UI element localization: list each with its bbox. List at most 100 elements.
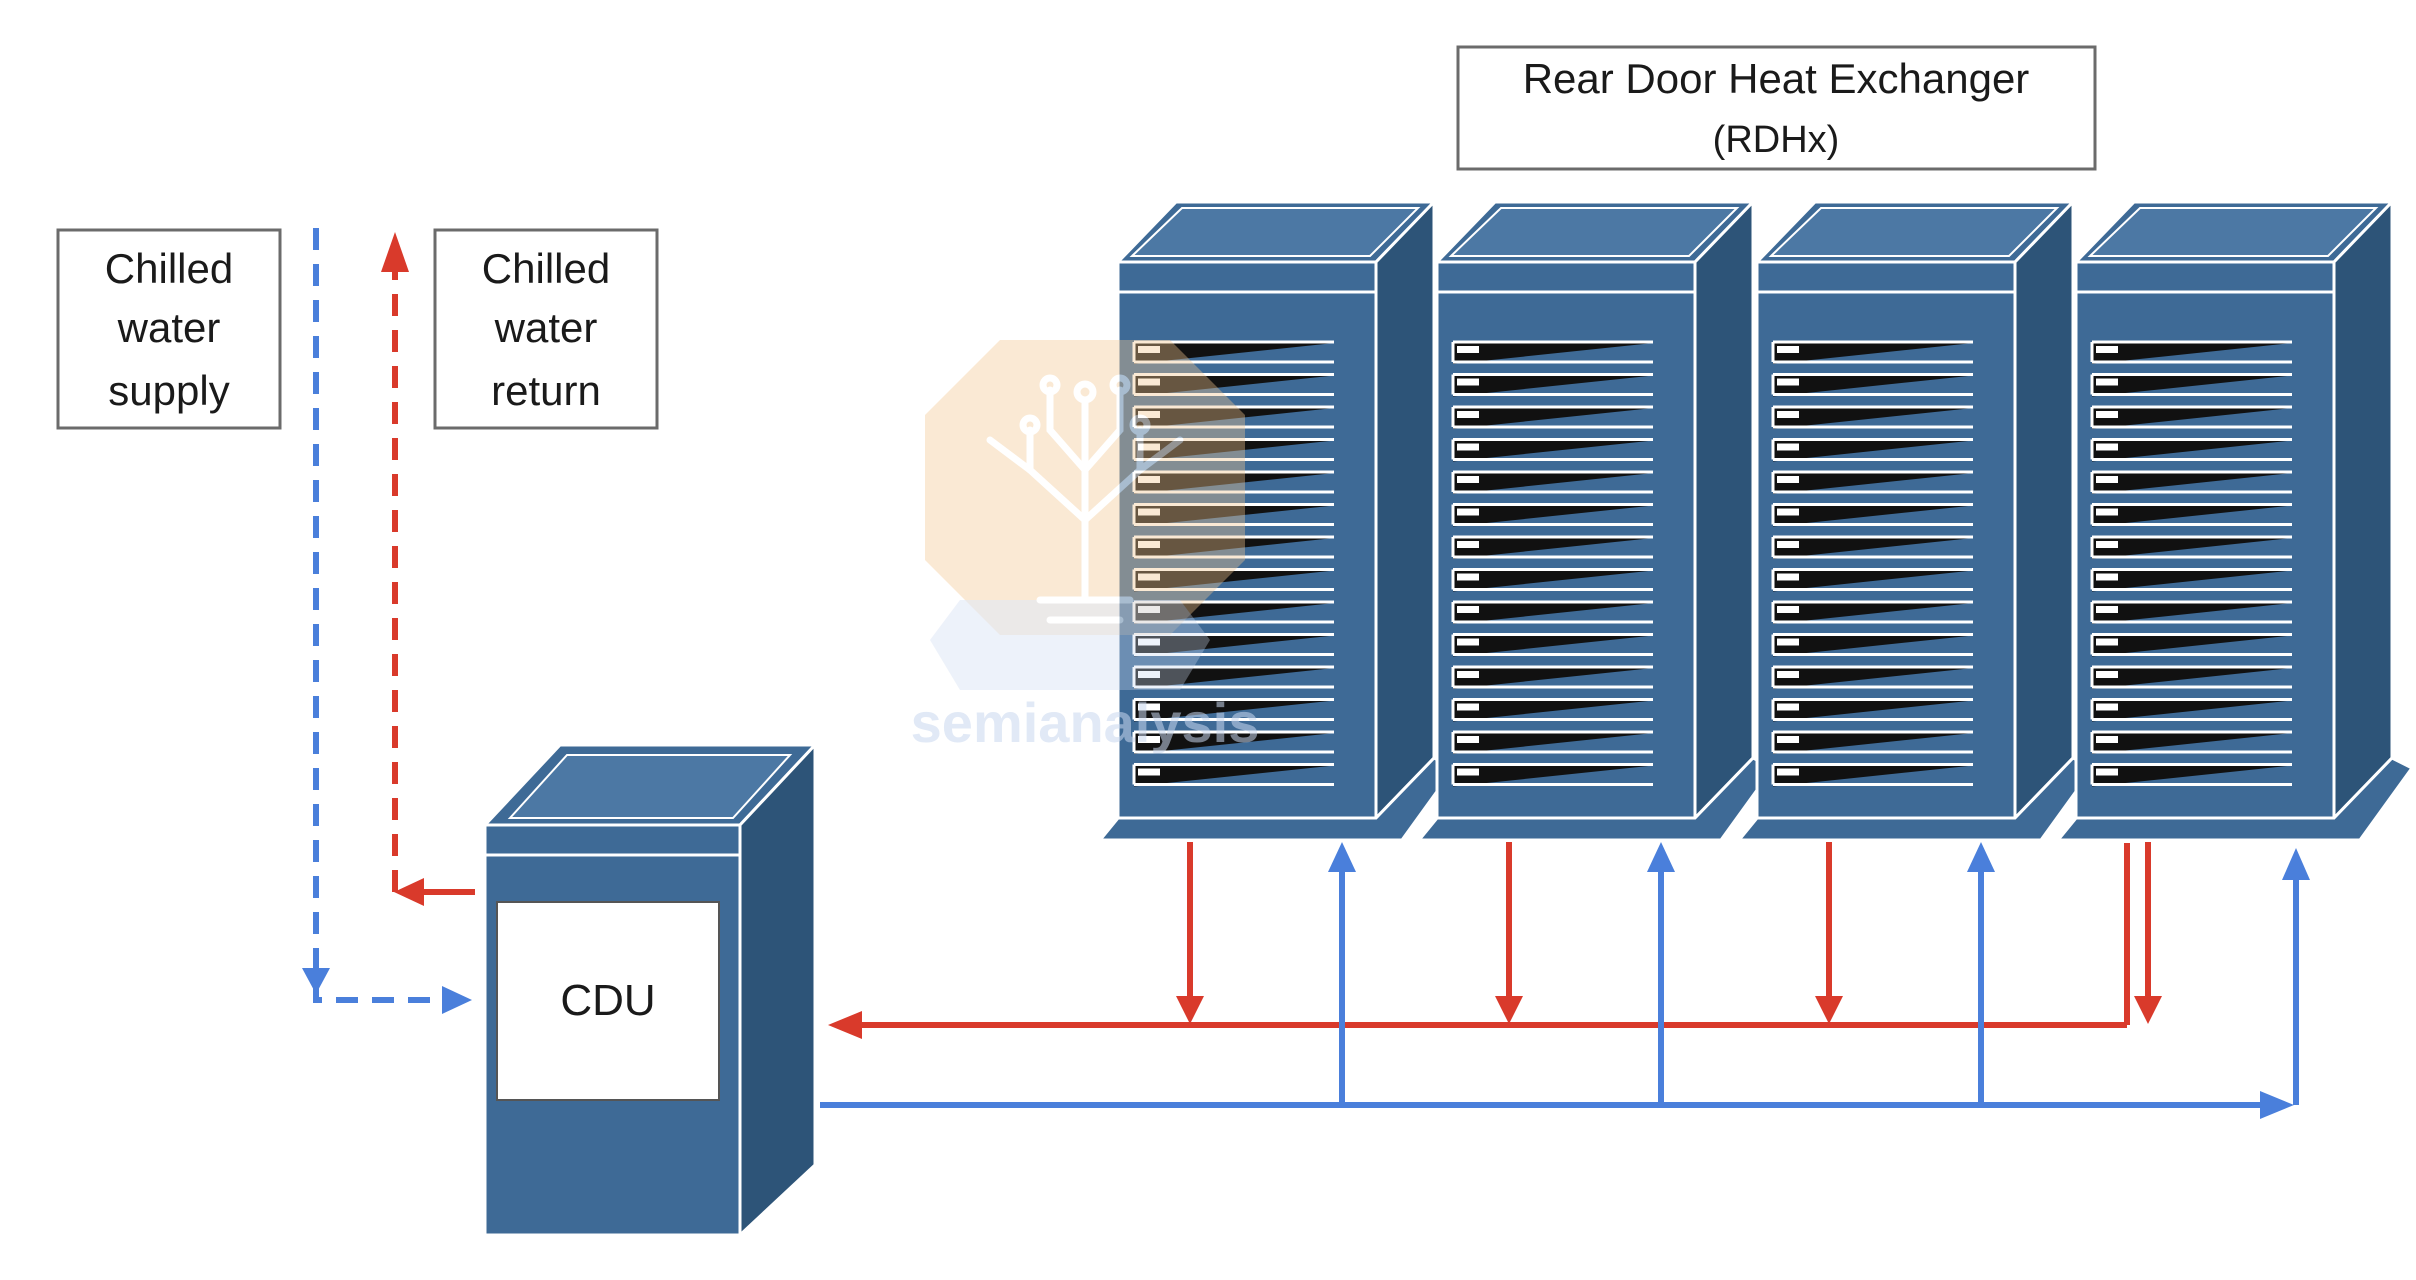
server-slot — [1132, 438, 1334, 462]
server-slot-shadow — [2092, 699, 2292, 722]
server-slot-handle — [1777, 768, 1799, 776]
server-slot — [1451, 600, 1653, 624]
server-slot — [2090, 763, 2292, 787]
server-slot — [1451, 503, 1653, 527]
server-slot — [1771, 373, 1973, 397]
server-slot — [2090, 373, 2292, 397]
server-slot — [1451, 665, 1653, 689]
server-slot-handle — [1138, 671, 1160, 678]
server-slot-shadow — [1773, 342, 1973, 364]
server-slot — [1132, 730, 1334, 754]
server-slot-handle — [2096, 443, 2118, 451]
cdu-side — [738, 741, 817, 1239]
server-slot-handle — [1138, 378, 1160, 386]
server-slot-handle — [2096, 736, 2118, 743]
server-slot-shadow — [1453, 699, 1653, 722]
server-slot — [1771, 503, 1973, 527]
return-label-line3: return — [491, 367, 601, 414]
rack-top-inner — [1768, 207, 2060, 257]
cdu-label-box — [496, 901, 720, 1101]
cdu-unit: CDU — [481, 741, 819, 1239]
server-slot-handle — [1138, 541, 1160, 548]
server-slot — [1771, 405, 1973, 429]
server-slot — [1771, 763, 1973, 787]
server-slot — [1771, 438, 1973, 462]
server-slot — [2090, 600, 2292, 624]
server-slot — [2090, 730, 2292, 754]
server-slot — [1451, 438, 1653, 462]
rdhx-label-line1: Rear Door Heat Exchanger — [1523, 55, 2030, 102]
server-slot — [1132, 373, 1334, 397]
server-slot-handle — [1457, 638, 1479, 646]
server-slot — [1451, 535, 1653, 559]
server-slot — [1132, 633, 1334, 657]
server-slot — [1451, 373, 1653, 397]
supply-header-arrowhead — [2260, 1091, 2294, 1119]
server-slot-shadow — [1134, 602, 1334, 624]
rack-side — [1693, 198, 1755, 822]
server-slot-handle — [1777, 541, 1799, 548]
server-slot-shadow — [2092, 667, 2292, 689]
server-slot-shadow — [1134, 732, 1334, 754]
rack-supply-arrowhead-2 — [1647, 842, 1675, 872]
server-slot-shadow — [1773, 374, 1973, 397]
watermark-octagon-shadow — [930, 600, 1210, 690]
facility-water-lines — [302, 228, 475, 1014]
server-slot — [1451, 340, 1653, 364]
server-slot — [1132, 600, 1334, 624]
server-slot — [1451, 633, 1653, 657]
server-slot-handle — [2096, 411, 2118, 418]
server-slot-handle — [1457, 411, 1479, 418]
server-slot-handle — [1138, 638, 1160, 646]
supply-label-line3: supply — [108, 367, 229, 414]
server-slot-handle — [1457, 736, 1479, 743]
server-slot-shadow — [1453, 634, 1653, 657]
server-slot-shadow — [2092, 504, 2292, 527]
server-rack-2 — [1415, 198, 1776, 842]
server-slot-shadow — [1773, 732, 1973, 754]
server-slot-handle — [2096, 606, 2118, 613]
server-slot-handle — [1777, 411, 1799, 418]
chilled-water-supply-label: Chilled water supply — [56, 228, 282, 430]
server-slot-handle — [2096, 638, 2118, 646]
server-slot-handle — [2096, 476, 2118, 483]
watermark-text: semianalysis — [911, 691, 1260, 754]
server-slot-handle — [1138, 573, 1160, 581]
server-slot-shadow — [1134, 342, 1334, 364]
server-slot-shadow — [1134, 439, 1334, 462]
return-label-line1: Chilled — [482, 245, 610, 292]
server-slot — [1451, 730, 1653, 754]
return-up-arrowhead — [381, 232, 409, 272]
server-slot-shadow — [2092, 439, 2292, 462]
server-slot — [2090, 470, 2292, 494]
server-slot — [1132, 535, 1334, 559]
return-label-line2: water — [494, 304, 598, 351]
server-slot — [1132, 763, 1334, 787]
server-slot-shadow — [1453, 569, 1653, 592]
rack-side — [2332, 198, 2394, 822]
server-slot-shadow — [2092, 537, 2292, 559]
server-slot-shadow — [1453, 374, 1653, 397]
server-slot-shadow — [1134, 569, 1334, 592]
server-slot — [1132, 470, 1334, 494]
server-slot-handle — [1777, 736, 1799, 743]
server-slot-handle — [1457, 476, 1479, 483]
server-slot-handle — [2096, 671, 2118, 678]
server-slot-handle — [2096, 346, 2118, 353]
server-slot-handle — [1457, 378, 1479, 386]
rack-return-arrowhead-4 — [2134, 996, 2162, 1024]
server-slot-shadow — [1134, 634, 1334, 657]
server-slot-handle — [1777, 606, 1799, 613]
server-slot — [1132, 698, 1334, 722]
secondary-loop-pipes — [820, 842, 2310, 1119]
server-slot-handle — [1138, 703, 1160, 711]
server-slot-handle — [1777, 378, 1799, 386]
server-slot-handle — [1777, 573, 1799, 581]
server-slot — [2090, 438, 2292, 462]
server-slot-shadow — [1453, 342, 1653, 364]
server-slot-handle — [1138, 768, 1160, 776]
rack-supply-arrowhead-3 — [1967, 842, 1995, 872]
server-slot — [1132, 503, 1334, 527]
server-slot-shadow — [1134, 374, 1334, 397]
